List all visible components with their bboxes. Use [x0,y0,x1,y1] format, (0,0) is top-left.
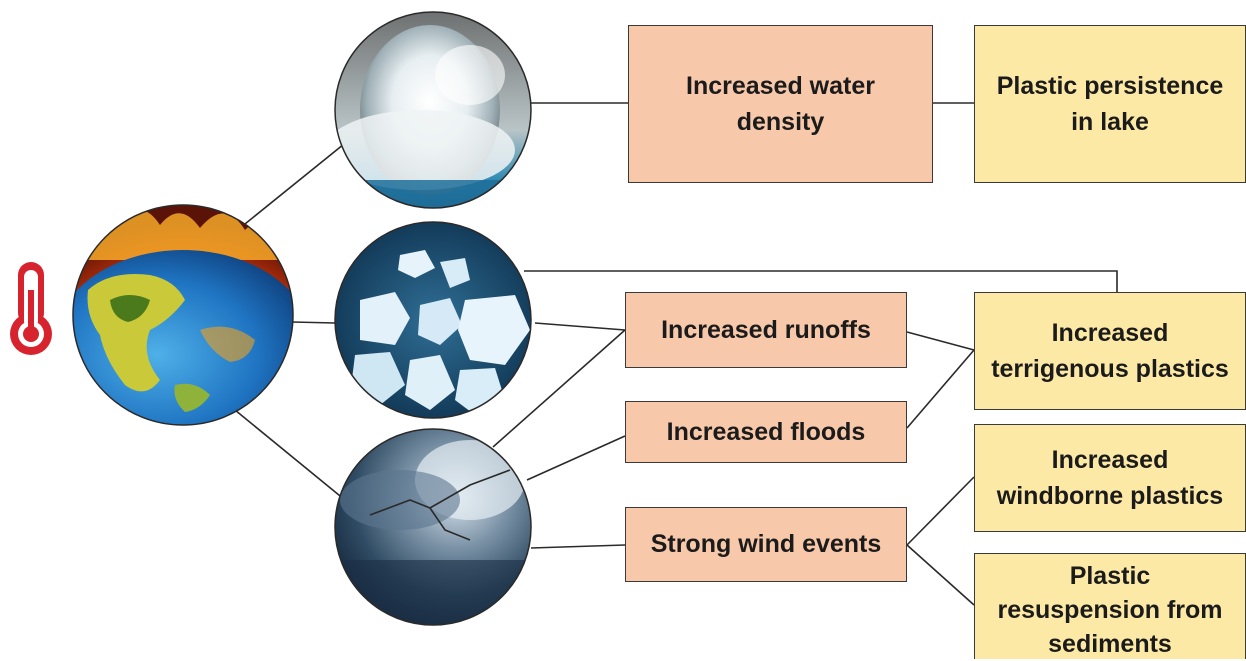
outcome-box-windborne: Increased windborne plastics [974,424,1246,532]
link-earth-storm [234,409,346,501]
effect-label-floods: Increased floods [666,417,866,446]
link-floods-terrigenous [906,349,975,429]
outcome-box-resuspension: Plastic resuspension from sediments [974,553,1246,659]
effect-label-water-density: Increased water density [686,71,875,136]
outcome-box-terrigenous: Increased terrigenous plastics [974,292,1246,410]
link-storm-runoffs [492,329,626,448]
link-earth-ice [291,321,336,324]
link-earth-geyser [239,139,350,229]
link-runoffs-terrigenous [906,331,975,351]
melting-ice-photo [335,222,531,418]
link-wind-windborne [906,476,975,546]
link-storm-floods [526,435,626,481]
effect-box-wind: Strong wind events [625,507,907,582]
link-ice-runoffs [534,322,626,331]
effect-label-runoffs: Increased runoffs [661,315,871,344]
effect-box-runoffs: Increased runoffs [625,292,907,368]
effect-box-water-density: Increased water density [628,25,933,183]
link-ice-terrigenous [524,270,1118,292]
outcome-label-resuspension: Plastic resuspension from sediments [997,562,1223,658]
outcome-label-windborne: Increased windborne plastics [996,445,1224,510]
storm-photo [335,429,531,625]
geyser-photo [335,12,531,208]
outcome-label-terrigenous: Increased terrigenous plastics [991,318,1229,383]
outcome-label-persistence: Plastic persistence in lake [996,71,1224,136]
burning-earth-illustration [73,205,293,425]
link-storm-wind [530,544,626,549]
effect-label-wind: Strong wind events [650,530,882,559]
thermometer-icon [10,262,52,355]
outcome-box-persistence: Plastic persistence in lake [974,25,1246,183]
link-wind-resuspension [906,544,975,606]
effect-box-floods: Increased floods [625,401,907,463]
